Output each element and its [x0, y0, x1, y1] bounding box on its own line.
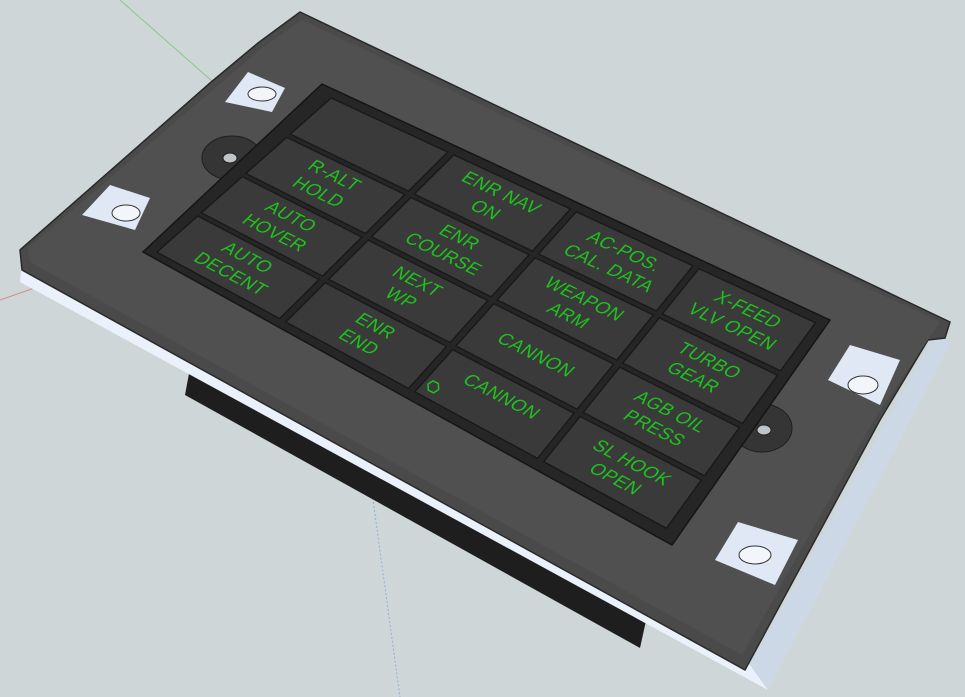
base-plate-edge-right [750, 330, 950, 690]
tile-face [200, 175, 364, 278]
tile-face [370, 196, 531, 298]
hexagon-icon [427, 379, 440, 394]
mounting-hole-bottom-right [715, 522, 798, 585]
tile-face [537, 210, 695, 312]
mounting-hole-right [828, 345, 900, 405]
tile-blank[interactable] [288, 97, 450, 193]
tile-face [661, 267, 817, 372]
tile-face [284, 281, 448, 390]
mounting-hole-left [82, 185, 150, 230]
tile-face [244, 136, 407, 235]
tile-face [495, 256, 655, 362]
mounting-hole-top-left [225, 72, 285, 112]
tile-face [327, 239, 490, 344]
tile-face [542, 415, 703, 530]
tile-face [454, 302, 615, 411]
tile-face [621, 316, 779, 425]
tile-face [288, 97, 450, 193]
tile-face [413, 348, 576, 460]
tile-face [582, 366, 741, 477]
mounting-holes [82, 72, 900, 585]
rear-housing [185, 368, 655, 648]
tile-face [413, 153, 572, 253]
tile-face [155, 215, 321, 320]
